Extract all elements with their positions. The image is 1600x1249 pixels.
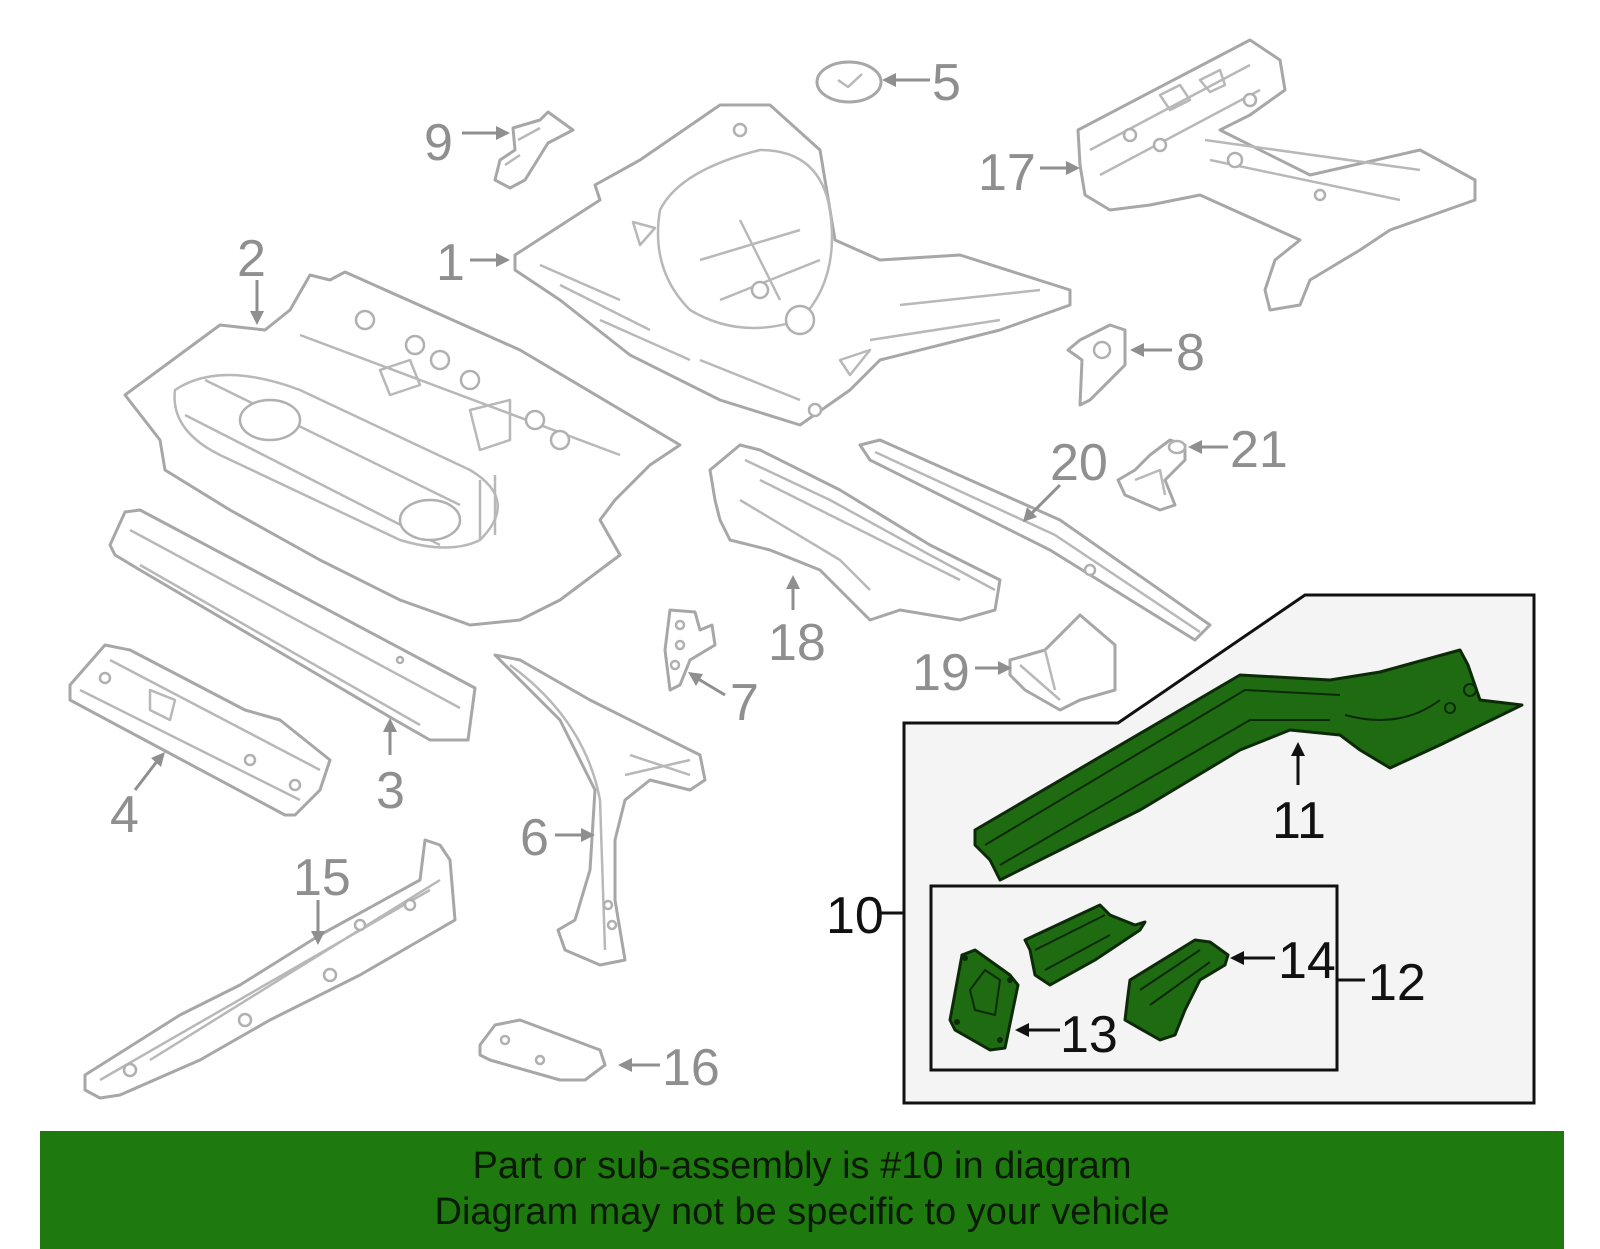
part-20-rail[interactable] xyxy=(858,438,1212,642)
footer-line-1: Part or sub-assembly is #10 in diagram xyxy=(472,1145,1132,1187)
callout-15: 15 xyxy=(293,849,351,907)
part-12-reinforcement[interactable] xyxy=(1023,903,1147,987)
part-13-plate[interactable] xyxy=(948,948,1020,1052)
callout-4: 4 xyxy=(110,786,139,844)
footer-banner: Part or sub-assembly is #10 in diagram D… xyxy=(40,1131,1564,1249)
part-14-bracket[interactable] xyxy=(1123,938,1230,1042)
part-3-member[interactable] xyxy=(108,508,477,742)
callout-8: 8 xyxy=(1176,324,1205,382)
part-17-crossmember[interactable] xyxy=(1076,38,1477,312)
part-7-bracket[interactable] xyxy=(663,608,717,692)
callout-18: 18 xyxy=(768,614,826,672)
callout-11: 11 xyxy=(1272,792,1326,850)
callout-1: 1 xyxy=(436,234,465,292)
callout-10: 10 xyxy=(826,887,884,945)
callout-21: 21 xyxy=(1230,421,1288,479)
part-16-bracket[interactable] xyxy=(478,1018,607,1082)
callout-16: 16 xyxy=(662,1039,720,1097)
part-11-side-member[interactable] xyxy=(973,648,1524,882)
callout-14: 14 xyxy=(1278,932,1336,990)
callout-9: 9 xyxy=(424,114,453,172)
part-19-bracket[interactable] xyxy=(1008,613,1117,712)
footer-line-2: Diagram may not be specific to your vehi… xyxy=(434,1191,1170,1233)
callout-17: 17 xyxy=(978,144,1036,202)
callout-13: 13 xyxy=(1060,1006,1118,1064)
part-5-plug[interactable] xyxy=(815,60,883,104)
part-18-wheelhouse-rail[interactable] xyxy=(708,443,1002,622)
callout-7: 7 xyxy=(730,674,759,732)
part-9-bracket[interactable] xyxy=(493,110,575,190)
callout-19: 19 xyxy=(912,644,970,702)
part-15-rail[interactable] xyxy=(83,838,457,1100)
callout-6: 6 xyxy=(520,809,549,867)
callout-20: 20 xyxy=(1050,434,1108,492)
callout-2: 2 xyxy=(237,230,266,288)
part-21-bracket[interactable] xyxy=(1116,438,1187,512)
subassembly-12-frame xyxy=(929,884,1339,1072)
part-1-rear-floor-pan[interactable] xyxy=(513,103,1072,427)
part-8-gusset[interactable] xyxy=(1066,323,1127,407)
part-6-pillar[interactable] xyxy=(493,653,707,967)
part-4-sill-member[interactable] xyxy=(68,643,332,817)
callout-3: 3 xyxy=(376,762,405,820)
part-2-floor-pan[interactable] xyxy=(123,270,682,627)
callout-5: 5 xyxy=(932,54,961,112)
callout-12: 12 xyxy=(1368,954,1426,1012)
